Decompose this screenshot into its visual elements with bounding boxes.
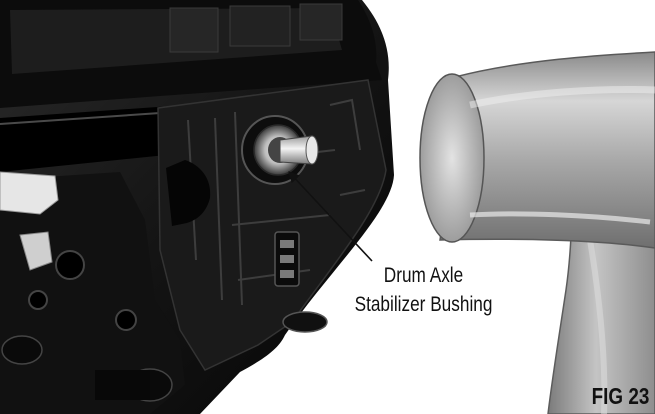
callout-label: Drum Axle Stabilizer Bushing	[352, 261, 496, 319]
callout-line-2: Stabilizer Bushing	[354, 293, 493, 316]
figure-label: FIG 23	[591, 383, 649, 409]
callout-line-1: Drum Axle	[383, 264, 464, 287]
